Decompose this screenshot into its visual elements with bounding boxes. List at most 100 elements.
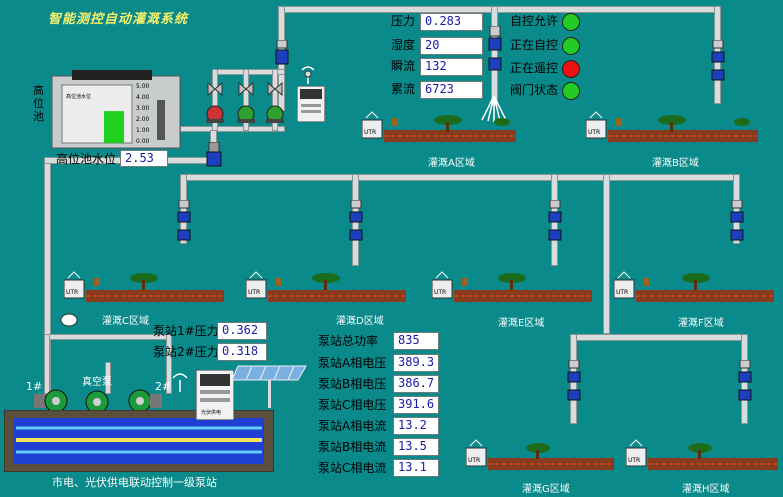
pump-1-label: 1# [26, 380, 43, 393]
upper-valve-1[interactable] [207, 82, 223, 96]
sensor-value-humidity: 20 [420, 37, 483, 55]
upper-pump-1[interactable] [204, 104, 226, 124]
upper-pump-2[interactable] [235, 104, 257, 124]
valve-d[interactable] [346, 200, 366, 246]
svg-text:UTR: UTR [66, 289, 78, 296]
power-value-va: 389.3 [393, 354, 439, 372]
power-label-ic: 泵站C相电流 [318, 461, 387, 475]
zone-label-h: 灌溉H区域 [682, 484, 730, 495]
sensor-label-pressure: 压力 [391, 14, 416, 28]
station-pressure-2-label: 泵站2#压力 [153, 345, 219, 359]
status-label-remote-running: 正在遥控 [510, 61, 559, 75]
valve-c[interactable] [174, 200, 194, 246]
pipe-station-drop1 [44, 334, 50, 394]
zone-label-e: 灌溉E区域 [498, 318, 545, 329]
power-label-vc: 泵站C相电压 [318, 398, 387, 412]
upper-riser-valve[interactable] [273, 40, 291, 70]
station-antenna [172, 373, 188, 392]
vacuum-pump-label: 真空泵 [82, 377, 112, 388]
field-h: UTR [626, 439, 778, 470]
power-label-ia: 泵站A相电流 [318, 419, 387, 433]
svg-text:UTR: UTR [434, 289, 446, 296]
field-e: UTR [432, 271, 592, 302]
tank-scale-4: 4.00 [136, 94, 150, 101]
pipe-mid-branch [603, 174, 610, 334]
power-label-va: 泵站A相电压 [318, 356, 387, 370]
zone-label-d: 灌溉D区域 [336, 316, 384, 327]
zone-label-g: 灌溉G区域 [522, 484, 570, 495]
upper-radio-antenna [301, 66, 315, 84]
power-value-vb: 386.7 [393, 375, 439, 393]
sensor-label-humidity: 湿度 [391, 38, 416, 52]
sensor-value-instant-flow: 132 [420, 58, 483, 76]
power-label-total: 泵站总功率 [318, 334, 379, 348]
station-pressure-2-value: 0.318 [217, 343, 267, 361]
station-caption: 市电、光伏供电联动控制一级泵站 [52, 476, 217, 489]
valve-b[interactable] [708, 40, 728, 86]
upper-pump-3[interactable] [264, 104, 286, 124]
field-g: UTR [466, 439, 614, 470]
pipe-low-header [570, 334, 748, 341]
tank-scale-2: 2.00 [136, 116, 150, 123]
tank-level-label: 高位池水位 [56, 152, 117, 166]
zone-label-c: 灌溉C区域 [102, 316, 149, 327]
field-c: UTR [64, 271, 224, 302]
sensor-label-instant-flow: 瞬流 [391, 59, 416, 73]
power-value-vc: 391.6 [393, 396, 439, 414]
top-riser-valve[interactable] [485, 26, 505, 76]
valve-g[interactable] [564, 360, 584, 406]
upper-valve-2[interactable] [238, 82, 254, 96]
pipe-mid-header [180, 174, 740, 181]
pipe-mid-f [733, 174, 740, 244]
pipe-rail-stub3 [272, 69, 278, 131]
high-tank: 高位池水位 [52, 70, 181, 149]
sensor-value-total-flow: 6723 [420, 81, 483, 99]
status-lamp-auto-running [562, 37, 580, 55]
status-label-valve-state: 阀门状态 [510, 83, 559, 97]
svg-text:UTR: UTR [628, 457, 640, 464]
sprinkler-spray [481, 96, 507, 122]
sensor-value-pressure: 0.283 [420, 13, 483, 31]
valve-h[interactable] [735, 360, 755, 406]
power-label-ib: 泵站B相电流 [318, 440, 387, 454]
tank-scale-1: 1.00 [136, 127, 150, 134]
status-lamp-remote-running [562, 60, 580, 78]
power-value-total: 835 [393, 332, 439, 350]
svg-text:UTR: UTR [364, 129, 376, 136]
svg-text:UTR: UTR [248, 289, 260, 296]
field-d: UTR [246, 271, 406, 302]
sensor-label-total-flow: 累流 [391, 82, 416, 96]
tank-level-value: 2.53 [120, 150, 168, 167]
pump-2-label: 2# [155, 380, 172, 393]
pipe-station-drop2 [166, 334, 172, 394]
zone-label-a: 灌溉A区域 [428, 158, 475, 169]
zone-label-b: 灌溉B区域 [652, 158, 699, 169]
tank-label: 高位池 [33, 84, 44, 123]
vacuum-pump[interactable] [82, 390, 112, 414]
zone-label-f: 灌溉F区域 [678, 318, 724, 329]
field-a: UTR [362, 111, 516, 142]
power-value-ic: 13.1 [393, 459, 439, 477]
pipe-upper-rail-2 [180, 126, 285, 132]
svg-text:光伏供电: 光伏供电 [201, 409, 221, 416]
solar-panel [232, 365, 307, 408]
tank-level-fill [104, 111, 124, 143]
valve-f[interactable] [727, 200, 747, 246]
status-lamp-valve-state [562, 82, 580, 100]
tank-scale-3: 3.00 [136, 105, 150, 112]
upper-control-cabinet [297, 86, 325, 122]
power-value-ib: 13.5 [393, 438, 439, 456]
reservoir [4, 410, 274, 472]
valve-e[interactable] [545, 200, 565, 246]
svg-text:UTR: UTR [588, 129, 600, 136]
field-b: UTR [586, 111, 758, 142]
station-pressure-1-label: 泵站1#压力 [153, 324, 219, 338]
svg-text:高位池水位: 高位池水位 [66, 93, 91, 100]
station-control-cabinet: 光伏供电 [196, 370, 234, 420]
pipe-station-drop3 [105, 362, 111, 394]
upper-valve-3[interactable] [267, 82, 283, 96]
pipe-top-main [278, 6, 720, 13]
svg-text:UTR: UTR [468, 457, 480, 464]
svg-text:UTR: UTR [616, 289, 628, 296]
